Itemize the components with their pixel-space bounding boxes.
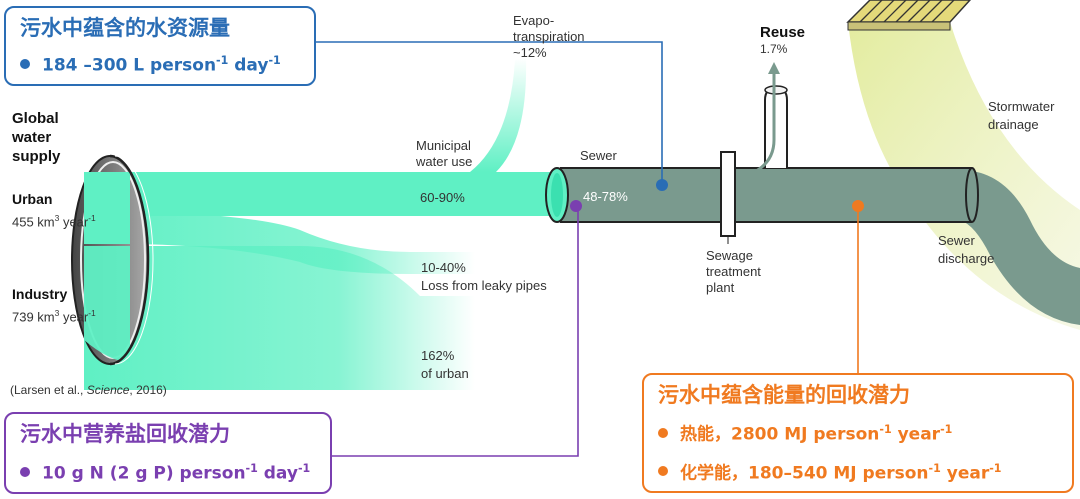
water-box-value: 184 –300 L person-1 day-1 [20, 48, 314, 79]
citation: (Larsen et al., Science, 2016) [10, 383, 167, 397]
bullet-icon [20, 58, 30, 69]
urban-flow [84, 172, 560, 216]
sewer-label: Sewer [580, 148, 617, 163]
evapo-label: Evapo- transpiration ~12% [513, 13, 585, 60]
municipal-label: Municipal water use [416, 138, 473, 169]
nutrient-box-title: 污水中营养盐回收潜力 [20, 422, 230, 446]
reuse-label: Reuse 1.7% [760, 24, 806, 57]
connector-nutrient [332, 208, 579, 457]
water-point [656, 179, 668, 191]
leak-label: 10-40% Loss from leaky pipes [421, 260, 547, 293]
nutrient-box-value: 10 g N (2 g P) person-1 day-1 [20, 456, 330, 487]
global-supply-label: Global water supply [12, 110, 61, 165]
energy-box-thermal: 热能，2800 MJ person-1 year-1 [658, 417, 1072, 448]
energy-box: 污水中蕴含能量的回收潜力 热能，2800 MJ person-1 year-1 … [642, 373, 1074, 493]
sewer-pipe [560, 168, 972, 222]
water-resource-box: 污水中蕴含的水资源量 184 –300 L person-1 day-1 [4, 6, 316, 86]
water-box-title: 污水中蕴含的水资源量 [20, 16, 230, 40]
treatment-plant-icon [720, 151, 736, 237]
sewer-discharge-label: Sewer discharge [938, 233, 995, 266]
industry-flow [84, 246, 475, 390]
connector-water [316, 41, 663, 183]
industry-label: Industry 739 km3 year-1 [12, 286, 96, 325]
sewer-discharge-flow [960, 170, 1080, 325]
sewer-pct: 48-78% [583, 189, 628, 204]
nutrient-point [570, 200, 582, 212]
evapo-flow [470, 58, 527, 172]
urban-pct-label: 162% of urban [421, 348, 469, 381]
reuse-pipe [764, 86, 788, 168]
bullet-icon [658, 427, 668, 438]
energy-box-title: 污水中蕴含能量的回收潜力 [658, 383, 910, 407]
municipal-pct: 60-90% [420, 190, 465, 205]
bullet-icon [20, 466, 30, 477]
leak-flow [84, 210, 475, 274]
urban-label: Urban 455 km3 year-1 [12, 191, 96, 230]
nutrient-box: 污水中营养盐回收潜力 10 g N (2 g P) person-1 day-1 [4, 412, 332, 494]
energy-point [852, 200, 864, 212]
reuse-arrow-icon [768, 62, 780, 74]
bullet-icon [658, 466, 668, 477]
treatment-plant-label: Sewage treatment plant [706, 248, 761, 295]
stormwater-grate-icon [846, 0, 972, 31]
energy-box-chemical: 化学能，180–540 MJ person-1 year-1 [658, 456, 1072, 487]
stormwater-label: Stormwater drainage [988, 99, 1055, 132]
